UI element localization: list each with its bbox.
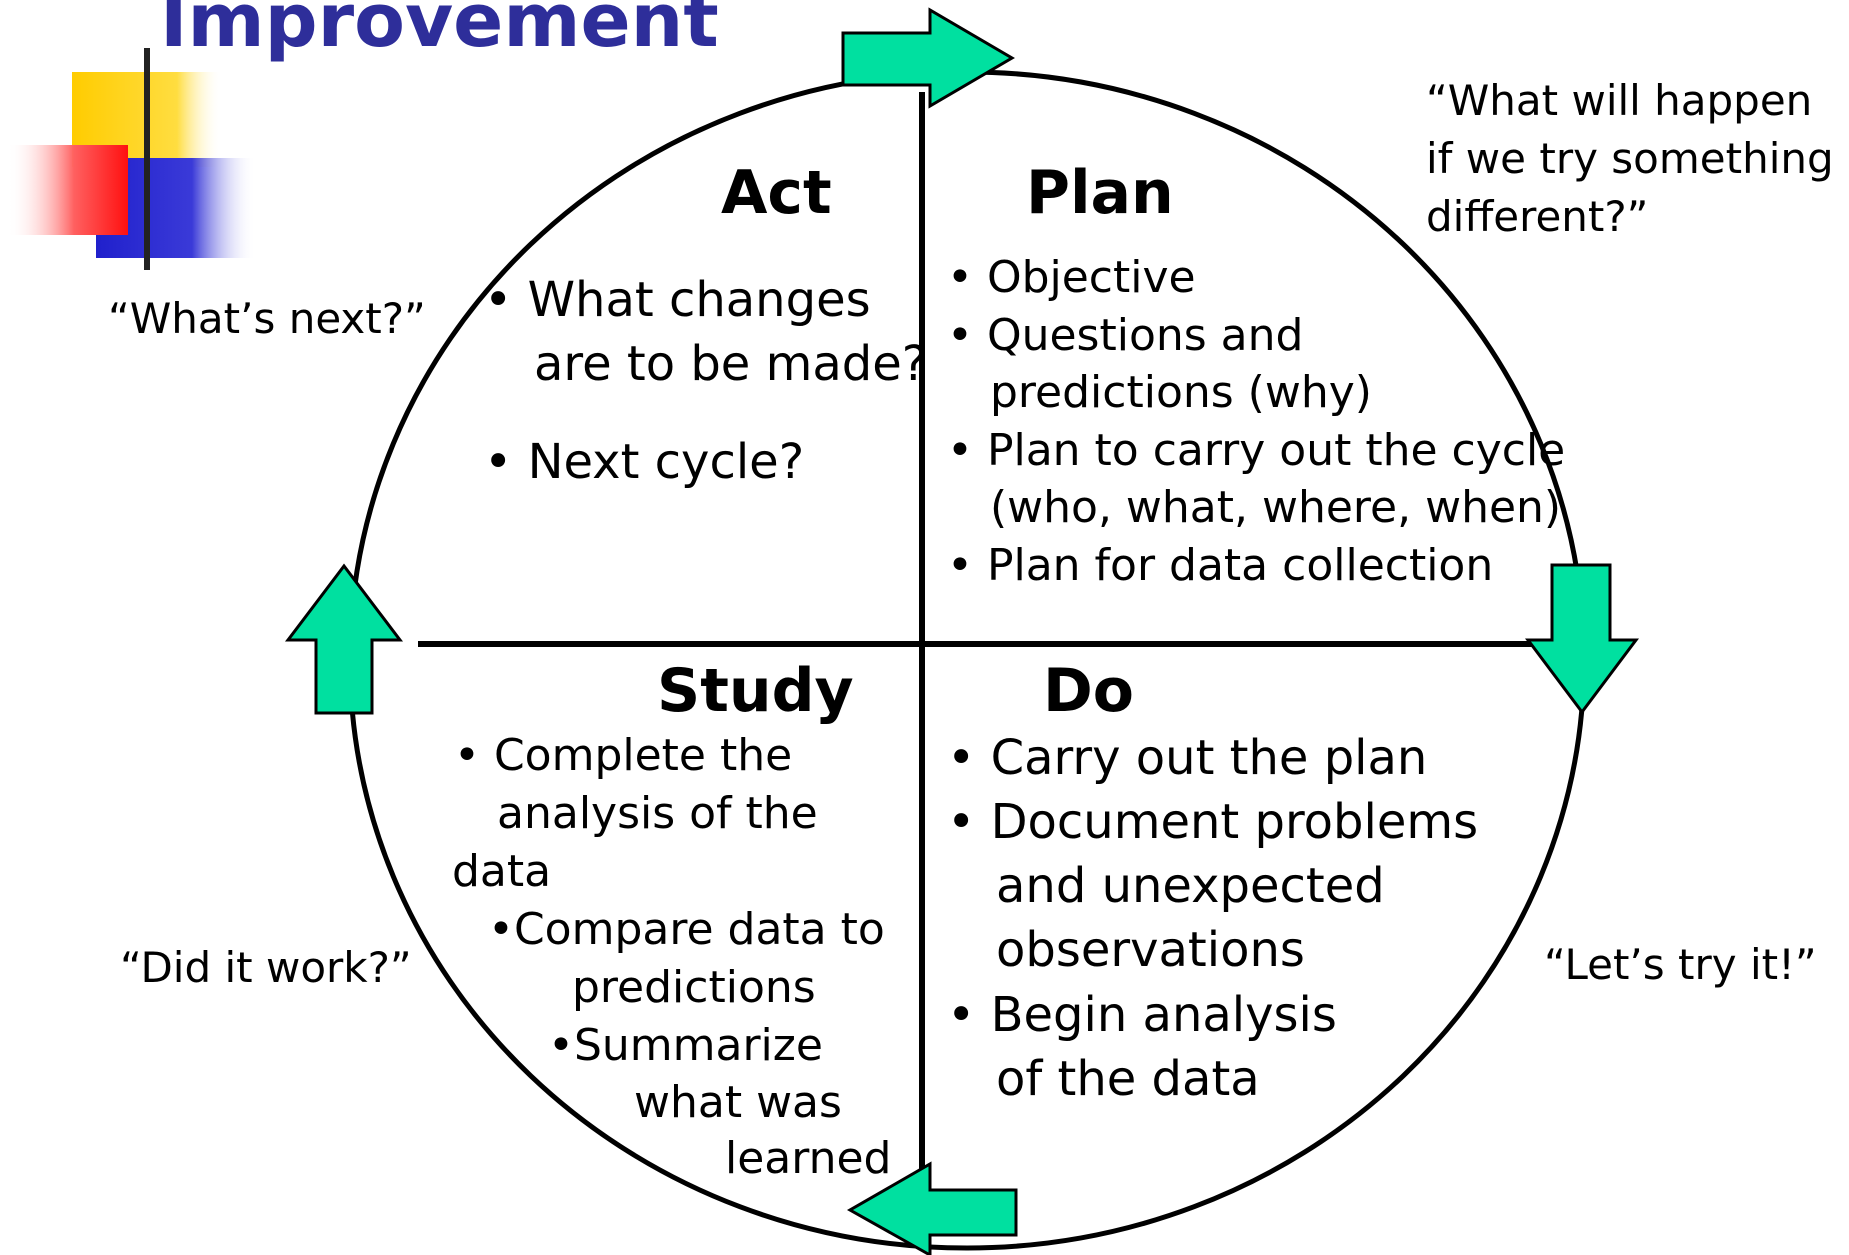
study-bullet-3-cont: what was (634, 1077, 842, 1128)
do-bullet-2: • Document problems (947, 794, 1479, 850)
do-heading: Do (1043, 656, 1135, 726)
plan-bullet-2-cont: predictions (why) (990, 367, 1372, 418)
study-bullet-3-cont-2: learned (725, 1133, 892, 1184)
plan-bullet-2: • Questions and (947, 310, 1304, 361)
plan-quote-line-1: “What will happen (1426, 76, 1813, 125)
study-bullet-1-cont: analysis of the (497, 788, 818, 839)
plan-bullet-3: • Plan to carry out the cycle (947, 425, 1566, 476)
do-bullet-3: • Begin analysis (947, 987, 1337, 1043)
cycle-circle (347, 69, 1587, 1251)
act-heading: Act (721, 158, 832, 228)
arrow-down-icon (1525, 563, 1639, 715)
study-bullet-2-cont: predictions (572, 962, 816, 1013)
study-heading: Study (657, 656, 854, 726)
do-quote: “Let’s try it!” (1544, 940, 1817, 989)
plan-bullet-1: • Objective (947, 252, 1196, 303)
do-bullet-1: • Carry out the plan (947, 730, 1428, 786)
do-bullet-3-cont: of the data (996, 1051, 1260, 1107)
arrow-right-icon (841, 7, 1015, 109)
do-bullet-2-cont-2: observations (996, 922, 1305, 978)
act-bullet-1-cont: are to be made? (534, 336, 928, 392)
study-bullet-3: •Summarize (548, 1020, 823, 1071)
study-bullet-1-cont-2: data (452, 846, 552, 897)
decorative-squares-logo (8, 48, 560, 270)
plan-heading: Plan (1026, 158, 1174, 228)
act-quote: “What’s next?” (108, 294, 426, 343)
do-bullet-2-cont: and unexpected (996, 858, 1385, 914)
act-bullet-1: • What changes (484, 272, 871, 328)
slide-title: Improvement (160, 0, 719, 64)
act-bullet-2: • Next cycle? (484, 434, 805, 490)
arrow-left-icon (846, 1161, 1018, 1255)
study-bullet-1: • Complete the (454, 730, 793, 781)
plan-quote-line-3: different?” (1426, 192, 1649, 241)
study-quote: “Did it work?” (120, 943, 412, 992)
plan-quote-line-2: if we try something (1426, 134, 1834, 183)
arrow-up-icon (284, 563, 404, 715)
study-bullet-2: •Compare data to (488, 904, 885, 955)
plan-bullet-3-cont: (who, what, where, when) (990, 482, 1562, 533)
plan-bullet-4: • Plan for data collection (947, 540, 1494, 591)
